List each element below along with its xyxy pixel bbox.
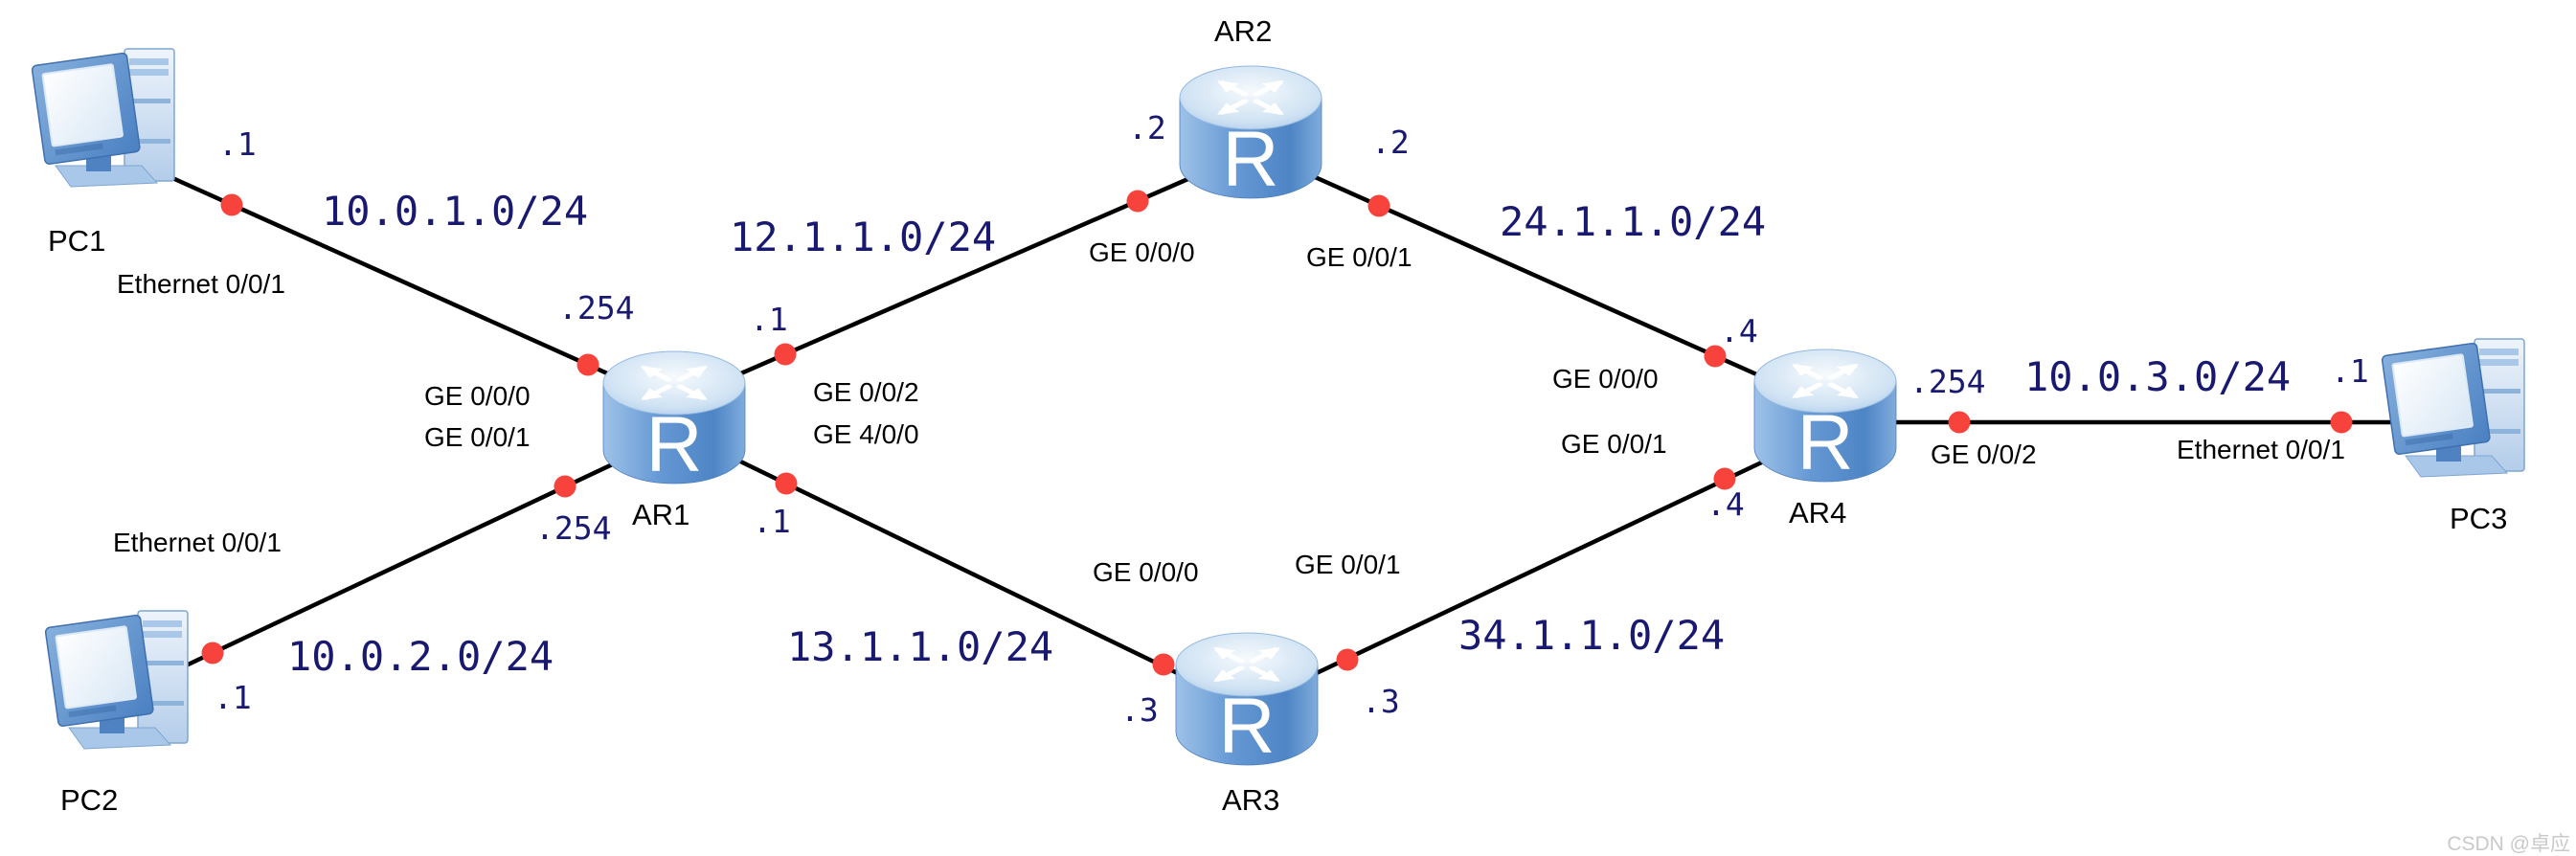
device-label-pc3: PC3 [2450, 502, 2507, 535]
ip-label-ar1-ge400: .1 [753, 503, 791, 540]
ip-label-pc3: .1 [2331, 352, 2369, 390]
iface-label-ar1-ge000: GE 0/0/0 [424, 381, 531, 411]
interface-labels-layer: Ethernet 0/0/1 GE 0/0/0 GE 0/0/1 Etherne… [113, 237, 2345, 587]
pc-icon [31, 48, 176, 188]
iface-label-ar4-ge002: GE 0/0/2 [1931, 439, 2037, 469]
ip-label-ar1-ge000: .254 [558, 289, 634, 327]
ip-label-ar2-ge000: .2 [1128, 109, 1166, 146]
link-ar3-ar4[interactable] [1299, 455, 1774, 683]
port-dot-ar1-ge000 [576, 353, 599, 376]
device-label-ar4: AR4 [1789, 496, 1846, 529]
link-pc2-ar1[interactable] [179, 457, 625, 670]
ip-label-pc2: .1 [214, 679, 252, 716]
port-dot-ar4-ge002 [1948, 411, 1971, 434]
device-pc2[interactable] [44, 610, 190, 750]
ip-label-ar2-ge001: .2 [1371, 124, 1410, 161]
iface-label-pc1-eth001: Ethernet 0/0/1 [117, 269, 285, 299]
ip-label-ar4-ge002: .254 [1909, 363, 1985, 400]
port-dot-ar1-ge400 [775, 472, 798, 495]
router-letter: R [1796, 399, 1853, 486]
subnet-label-24-1-1-0: 24.1.1.0/24 [1500, 198, 1766, 245]
ip-label-ar4-ge000: .4 [1720, 312, 1758, 349]
iface-label-ar1-ge400: GE 4/0/0 [813, 419, 919, 449]
subnet-label-13-1-1-0: 13.1.1.0/24 [787, 623, 1053, 670]
watermark: CSDN @卓应 [2447, 833, 2570, 855]
ip-label-ar3-ge000: .3 [1120, 691, 1159, 729]
device-ar4[interactable]: R [1754, 349, 1896, 486]
device-label-ar2: AR2 [1214, 14, 1272, 48]
port-dot-ar1-ge001 [554, 475, 576, 498]
iface-label-ar3-ge000: GE 0/0/0 [1093, 557, 1199, 587]
port-dot-ar1-ge002 [774, 343, 797, 366]
device-label-ar3: AR3 [1222, 783, 1279, 817]
subnet-label-12-1-1-0: 12.1.1.0/24 [730, 214, 996, 260]
port-dot-pc2 [201, 642, 224, 665]
link-ar1-ar2[interactable] [725, 171, 1202, 382]
device-ar3[interactable]: R [1176, 633, 1318, 770]
router-letter: R [1222, 116, 1278, 203]
ip-labels-layer: .1 .254 .1 .254 .1 .2 .1 .3 .2 .4 .3 .4 … [214, 109, 2369, 729]
router-letter: R [645, 401, 702, 488]
device-ar1[interactable]: R [603, 351, 745, 488]
iface-label-pc2-eth001: Ethernet 0/0/1 [113, 528, 282, 557]
devices-layer: R R R R [31, 48, 2525, 770]
port-dots-layer [201, 190, 2353, 676]
iface-label-ar1-ge002: GE 0/0/2 [813, 377, 919, 407]
iface-label-ar3-ge001: GE 0/0/1 [1295, 550, 1401, 579]
iface-label-ar2-ge000: GE 0/0/0 [1089, 237, 1195, 267]
iface-label-ar4-ge001: GE 0/0/1 [1561, 429, 1667, 459]
device-pc3[interactable] [2381, 338, 2525, 478]
subnet-label-10-0-1-0: 10.0.1.0/24 [322, 188, 588, 235]
device-pc1[interactable] [31, 48, 176, 188]
ip-label-ar3-ge001: .3 [1362, 683, 1400, 720]
iface-label-ar2-ge001: GE 0/0/1 [1306, 242, 1412, 272]
device-labels-layer: PC1 PC2 PC3 AR1 AR2 AR3 AR4 [48, 14, 2507, 817]
device-label-pc1: PC1 [48, 224, 105, 258]
iface-label-pc3-eth001: Ethernet 0/0/1 [2177, 435, 2345, 464]
ip-label-ar1-ge002: .1 [750, 301, 788, 338]
port-dot-ar3-ge000 [1152, 653, 1175, 676]
ip-label-ar1-ge001: .254 [535, 509, 611, 547]
port-dot-pc3 [2330, 411, 2353, 434]
subnet-label-10-0-3-0: 10.0.3.0/24 [2024, 353, 2291, 400]
port-dot-ar4-ge001 [1713, 467, 1736, 490]
port-dot-pc1 [220, 193, 243, 216]
subnet-label-34-1-1-0: 34.1.1.0/24 [1458, 612, 1725, 659]
subnet-label-10-0-2-0: 10.0.2.0/24 [287, 633, 554, 680]
device-label-ar1: AR1 [632, 498, 689, 531]
ip-label-pc1: .1 [218, 125, 257, 163]
pc-icon [2381, 338, 2525, 478]
link-pc1-ar1[interactable] [168, 174, 627, 384]
port-dot-ar2-ge000 [1126, 190, 1149, 213]
subnet-labels-layer: 10.0.1.0/24 10.0.2.0/24 12.1.1.0/24 13.1… [287, 188, 2291, 680]
iface-label-ar4-ge000: GE 0/0/0 [1552, 364, 1659, 394]
ip-label-ar4-ge001: .4 [1706, 485, 1745, 523]
port-dot-ar3-ge001 [1336, 648, 1359, 671]
device-ar2[interactable]: R [1180, 66, 1322, 203]
port-dot-ar2-ge001 [1367, 194, 1390, 217]
router-letter: R [1218, 683, 1275, 770]
iface-label-ar1-ge001: GE 0/0/1 [424, 422, 531, 452]
pc-icon [44, 610, 190, 750]
port-dot-ar4-ge000 [1704, 345, 1727, 368]
link-ar1-ar3[interactable] [728, 454, 1198, 685]
device-label-pc2: PC2 [60, 783, 118, 817]
